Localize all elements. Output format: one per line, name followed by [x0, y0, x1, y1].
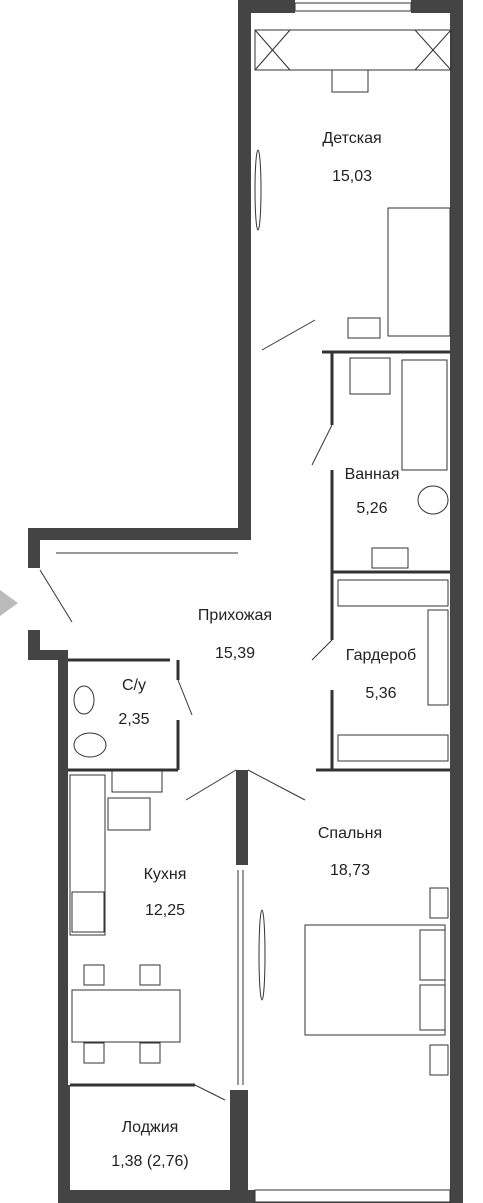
room-area-hallway: 15,39 — [214, 645, 256, 662]
room-label-wc: С/у — [122, 677, 146, 694]
room-area-bedroom: 18,73 — [329, 862, 371, 879]
room-label-kitchen: Кухня — [143, 866, 187, 883]
room-label-childrens-room: Детская — [322, 130, 382, 147]
bedroom-furniture — [258, 887, 449, 1076]
children-room-furniture — [254, 29, 452, 339]
room-label-bedroom: Спальня — [317, 825, 383, 842]
entrance-arrow-icon — [0, 590, 18, 616]
room-area-bathroom: 5,26 — [356, 500, 388, 517]
sliding-door — [237, 870, 244, 1085]
windows — [254, 2, 451, 1203]
room-area-wardrobe: 5,36 — [365, 685, 397, 702]
room-area-kitchen: 12,25 — [144, 902, 186, 919]
bathroom-furniture — [349, 357, 449, 569]
room-label-hallway: Прихожая — [197, 607, 273, 624]
wardrobe-furniture — [56, 552, 449, 762]
doors — [39, 319, 333, 1101]
room-area-loggia: 1,38 (2,76) — [111, 1153, 189, 1170]
room-area-childrens-room: 15,03 — [331, 168, 373, 185]
kitchen-furniture — [69, 774, 181, 1064]
room-area-wc: 2,35 — [118, 711, 150, 728]
room-label-loggia: Лоджия — [121, 1119, 179, 1136]
wc-furniture — [73, 685, 163, 793]
room-label-bathroom: Ванная — [344, 466, 400, 483]
room-label-wardrobe: Гардероб — [345, 647, 417, 664]
exterior-walls — [28, 0, 463, 1203]
